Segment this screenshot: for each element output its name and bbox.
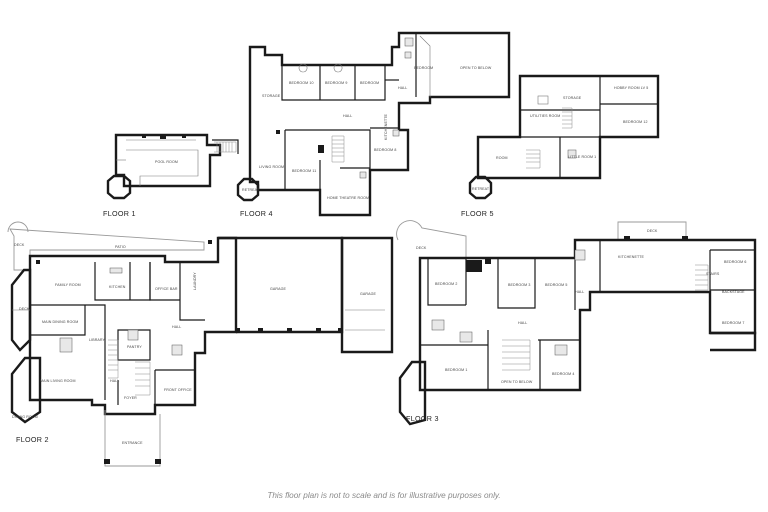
floor-1-label: FLOOR 1 (103, 209, 136, 218)
room-label-hall-f2: HALL (172, 325, 182, 329)
room-label-open-to-below: OPEN TO BELOW (460, 66, 492, 70)
room-label-bedroom-8: BEDROOM 8 (374, 148, 397, 152)
room-label-vaulted-bedroom: BEDROOM (414, 66, 434, 70)
room-label-home-theatre: HOME THEATRE ROOM (327, 196, 370, 200)
room-label-garage-1: GARAGE (270, 287, 286, 291)
floor-3-label: FLOOR 3 (406, 414, 439, 423)
room-label-retreat-f4: RETREAT (242, 188, 260, 192)
room-label-stairs: STAIRS (706, 272, 720, 276)
room-label-kitchen: KITCHEN (109, 285, 126, 289)
floor-5-plan (468, 74, 660, 200)
room-label-storage-f5: STORAGE (563, 96, 582, 100)
room-label-utilities-room: UTILITIES ROOM (530, 114, 561, 118)
room-label-foyer: FOYER (124, 396, 137, 400)
room-label-deck-f3-upper: DECK (647, 229, 658, 233)
floor-2-label: FLOOR 2 (16, 435, 49, 444)
room-label-living-room: LIVING ROOM (259, 165, 285, 169)
room-label-deck-side: DECK (19, 307, 30, 311)
floor-4-plan (236, 31, 511, 217)
room-label-bedroom-5: BEDROOM 5 (545, 283, 568, 287)
room-label-entrance: ENTRANCE (122, 441, 143, 445)
room-label-library: LIBRARY (89, 338, 106, 342)
room-label-bedroom-3: BEDROOM 3 (508, 283, 531, 287)
room-label-storage: STORAGE (262, 94, 281, 98)
room-label-retreat-f5: RETREAT (472, 187, 490, 191)
room-label-kitchenette-f3: KITCHENETTE (618, 255, 645, 259)
room-label-bedroom-4: BEDROOM 4 (552, 372, 575, 376)
room-label-little-room: LITTLE ROOM 1 (568, 155, 597, 159)
room-label-patio: PATIO (115, 245, 126, 249)
room-label-family-room: FAMILY ROOM (55, 283, 81, 287)
room-label-kitchenette: KITCHENETTE (384, 113, 388, 140)
room-label-office-bar: OFFICE BAR (155, 287, 178, 291)
floor-4-label: FLOOR 4 (240, 209, 273, 218)
room-label-bedroom: BEDROOM (360, 81, 380, 85)
room-label-hall-f3: HALL (518, 321, 528, 325)
room-label-main-living-room: MAIN LIVING ROOM (40, 379, 76, 383)
room-label-open-to-below-f3: OPEN TO BELOW (501, 380, 533, 384)
room-label-hall-f3-side: HALL (575, 290, 585, 294)
room-label-hobby-room: HOBBY ROOM LV 5 (614, 86, 649, 90)
room-label-bedroom-12: BEDROOM 12 (623, 120, 648, 124)
room-label-hall-f2-lower: HALL (110, 379, 120, 383)
room-label-bedroom-11: BEDROOM 11 (292, 169, 317, 173)
floor-5-label: FLOOR 5 (461, 209, 494, 218)
room-label-bedroom-6: BEDROOM 6 (724, 260, 747, 264)
room-label-room: ROOM (496, 156, 508, 160)
room-label-bedroom-1: BEDROOM 1 (445, 368, 468, 372)
room-label-backstage: BACKSTAGE (722, 290, 745, 294)
room-label-dining-room: DINING ROOM (12, 415, 38, 419)
room-label-bedroom-9: BEDROOM 9 (325, 81, 348, 85)
floor-2-plan (7, 221, 394, 467)
room-label-pool-room: POOL ROOM (155, 160, 178, 164)
room-label-main-dining-room: MAIN DINING ROOM (42, 320, 79, 324)
room-label-garage-2: GARAGE (360, 292, 376, 296)
room-label-bedroom-10: BEDROOM 10 (289, 81, 314, 85)
room-label-bedroom-7: BEDROOM 7 (722, 321, 745, 325)
room-label-hall-upper: HALL (398, 86, 408, 90)
floor-1-plan (106, 133, 239, 200)
floor-3-plan (396, 220, 757, 426)
room-label-deck: DECK (14, 243, 25, 247)
room-label-bedroom-2: BEDROOM 2 (435, 282, 458, 286)
room-label-deck-f3: DECK (416, 246, 427, 250)
room-label-pantry: PANTRY (127, 345, 142, 349)
disclaimer-text: This floor plan is not to scale and is f… (267, 491, 501, 500)
room-label-hall: HALL (343, 114, 353, 118)
room-label-front-office: FRONT OFFICE (164, 388, 192, 392)
room-label-laundry: LAUNDRY (193, 272, 197, 290)
